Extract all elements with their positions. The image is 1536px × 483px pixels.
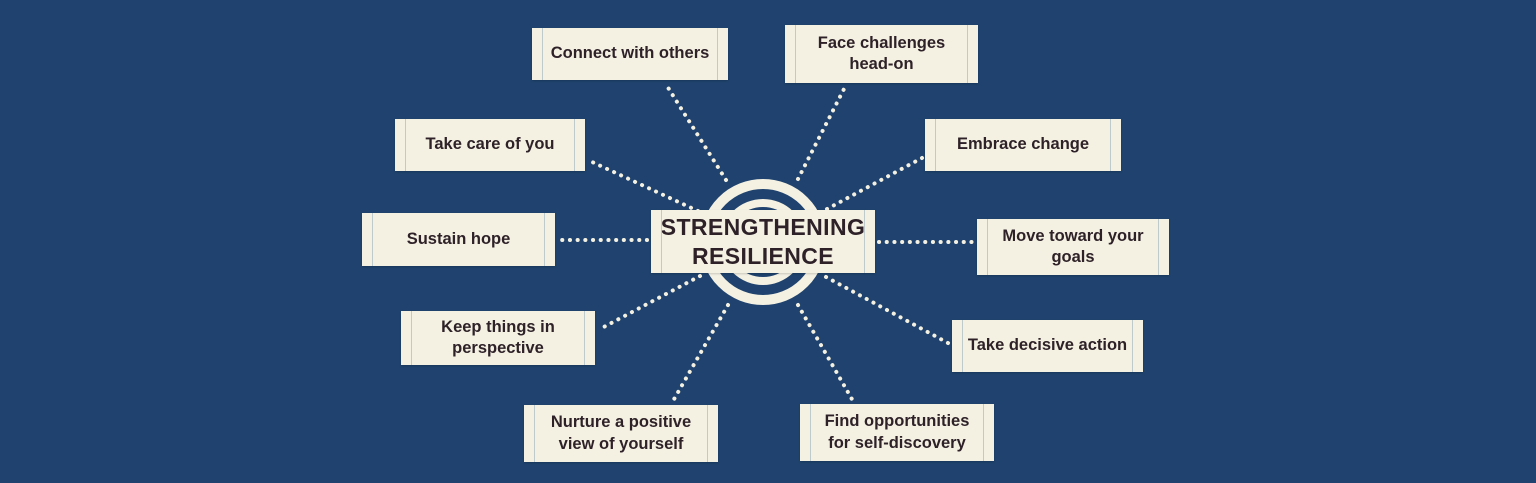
node-keep-things-in-perspective[interactable]: Keep things in perspective <box>401 311 595 365</box>
node-label: Take care of you <box>425 135 555 154</box>
node-label: Find opportunities for self-discovery <box>824 412 970 452</box>
node-sustain-hope[interactable]: Sustain hope <box>362 213 555 266</box>
node-label: Face challenges head-on <box>817 33 946 73</box>
node-connect-with-others[interactable]: Connect with others <box>532 28 728 80</box>
connector-nurture-a-positive-view-of-yourself <box>671 303 730 403</box>
connector-embrace-change <box>825 156 924 211</box>
node-label: Nurture a positive view of yourself <box>550 413 692 453</box>
connector-find-opportunities-for-self-discovery <box>796 303 855 403</box>
node-take-care-of-you[interactable]: Take care of you <box>395 119 585 171</box>
connector-take-decisive-action <box>824 275 950 345</box>
node-label: Move toward your goals <box>1002 226 1144 266</box>
node-nurture-a-positive-view-of-yourself[interactable]: Nurture a positive view of yourself <box>524 405 718 462</box>
node-face-challenges-head-on[interactable]: Face challenges head-on <box>785 25 978 83</box>
node-find-opportunities-for-self-discovery[interactable]: Find opportunities for self-discovery <box>800 404 994 461</box>
node-label: Keep things in perspective <box>441 317 555 357</box>
central-topic-label: STRENGTHENING RESILIENCE <box>660 214 866 269</box>
node-label: Connect with others <box>550 44 710 63</box>
central-topic[interactable]: STRENGTHENING RESILIENCE <box>651 210 875 273</box>
node-take-decisive-action[interactable]: Take decisive action <box>952 320 1143 372</box>
connector-face-challenges-head-on <box>796 85 847 181</box>
connector-keep-things-in-perspective <box>598 274 702 331</box>
node-embrace-change[interactable]: Embrace change <box>925 119 1121 171</box>
connector-take-care-of-you <box>588 159 700 213</box>
node-move-toward-your-goals[interactable]: Move toward your goals <box>977 219 1169 275</box>
node-label: Take decisive action <box>967 336 1128 355</box>
node-label: Sustain hope <box>406 229 511 248</box>
node-label: Embrace change <box>956 135 1090 154</box>
connector-connect-with-others <box>665 84 728 182</box>
